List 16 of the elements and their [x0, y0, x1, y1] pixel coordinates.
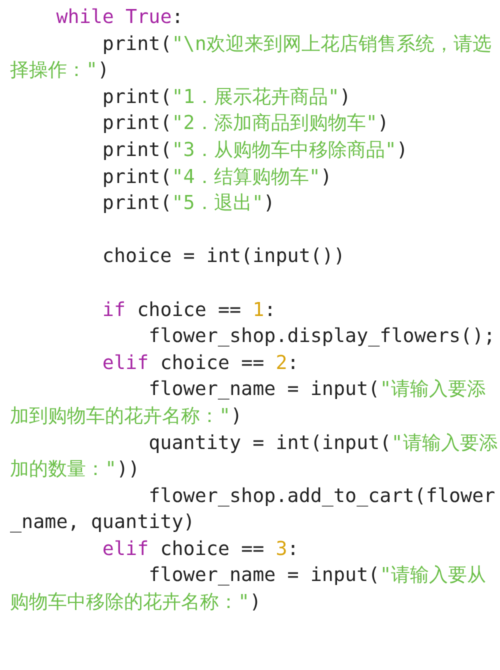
- code-line: flower_name = input("请输入要添加到购物车的花卉名称："): [10, 376, 488, 429]
- code-line: elif choice == 2:: [101, 350, 300, 376]
- code-line: flower_shop.add_to_cart(flower_name, quantity): [10, 482, 496, 536]
- code-line: print("\n欢迎来到网上花店销售系统，请选择操作："): [10, 30, 492, 84]
- code-line: flower_name = input("请输入要从购物车中移除的花卉名称："): [10, 562, 488, 616]
- code-line: print("3．从购物车中移除商品"): [101, 136, 409, 163]
- code-line: flower_shop.display_flowers();: [148, 323, 496, 350]
- code-line: print("1．展示花卉商品"): [101, 84, 352, 110]
- code-line: elif choice == 3:: [101, 536, 300, 562]
- code-line: while True:: [55, 4, 184, 30]
- code-line: choice = int(input()): [101, 243, 346, 270]
- code-line: print("4．结算购物车"): [101, 164, 333, 190]
- code-line: print("5．退出"): [101, 190, 276, 216]
- code-line: if choice == 1:: [101, 296, 277, 323]
- code-line: quantity = int(input("请输入要添加的数量：")): [10, 430, 498, 482]
- code-line: print("2．添加商品到购物车"): [101, 110, 390, 136]
